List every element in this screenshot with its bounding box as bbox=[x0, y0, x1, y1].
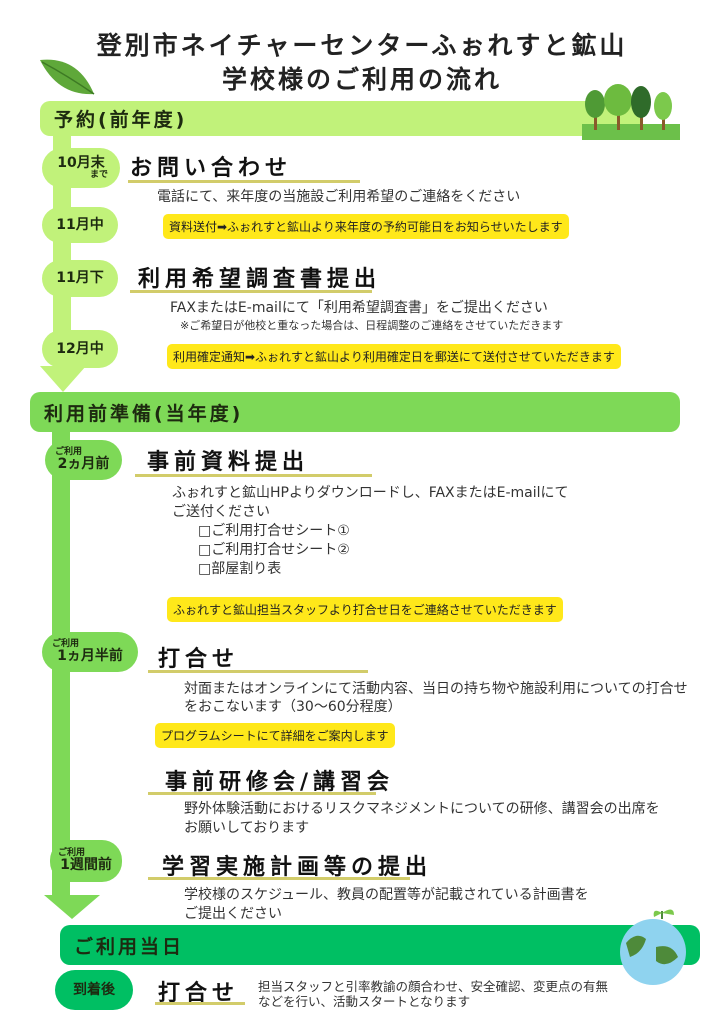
step-heading: 学習実施計画等の提出 bbox=[162, 855, 433, 880]
step-text: 学校様のスケジュール、教員の配置等が記載されている計画書を bbox=[184, 887, 589, 903]
pill-label: 到着後 bbox=[73, 981, 115, 998]
globe-icon bbox=[620, 909, 686, 985]
heading-underline bbox=[148, 877, 410, 880]
notice-box: 利用確定通知➡ふぉれすと鉱山より利用確定日を郵送にて送付させていただきます bbox=[167, 344, 621, 369]
pill-label: 1ヵ月半前 bbox=[57, 648, 123, 665]
notice-box: ふぉれすと鉱山担当スタッフより打合せ日をご連絡させていただきます bbox=[167, 597, 563, 622]
leaf-icon bbox=[40, 59, 95, 95]
section-label: 利用前準備(当年度) bbox=[44, 402, 244, 425]
timing-pill: 10月末まで bbox=[42, 148, 120, 188]
step-text: 対面またはオンラインにて活動内容、当日の持ち物や施設利用についての打合せ bbox=[184, 681, 688, 697]
pill-sub: まで bbox=[89, 169, 108, 180]
heading-underline bbox=[135, 474, 372, 477]
heading-underline bbox=[148, 670, 368, 673]
step-text: 電話にて、来年度の当施設ご利用希望のご連絡をください bbox=[157, 189, 521, 205]
notice-box: プログラムシートにて詳細をご案内します bbox=[155, 723, 395, 748]
timing-pill: 12月中 bbox=[42, 330, 118, 368]
heading-underline bbox=[148, 792, 376, 795]
step-heading: 打合せ bbox=[158, 647, 240, 672]
section-label: 予約(前年度) bbox=[54, 109, 188, 131]
arrow-down-icon bbox=[40, 366, 86, 392]
pill-pre: ご利用 bbox=[55, 446, 83, 457]
title-line-2: 学校様のご利用の流れ bbox=[221, 65, 502, 94]
timeline-line-1 bbox=[53, 130, 71, 370]
step-heading: 利用希望調査書提出 bbox=[138, 267, 382, 292]
arrow-down-icon bbox=[44, 895, 100, 919]
pill-pre: ご利用 bbox=[58, 847, 86, 858]
step-text: 担当スタッフと引率教諭の顔合わせ、安全確認、変更点の有無 bbox=[258, 979, 609, 994]
checklist-item: □部屋割り表 bbox=[198, 561, 282, 577]
section-label: ご利用当日 bbox=[74, 935, 185, 958]
step-text: ご送付ください bbox=[172, 504, 270, 520]
step-text: FAXまたはE-mailにて「利用希望調査書」をご提出ください bbox=[170, 300, 548, 316]
checklist-item: □ご利用打合せシート① bbox=[198, 523, 350, 539]
pill-label: 11月中 bbox=[56, 216, 104, 233]
pill-label: 2ヵ月前 bbox=[57, 456, 110, 473]
step-heading: 事前研修会/講習会 bbox=[165, 770, 395, 795]
notice-box: 資料送付➡ふぉれすと鉱山より来年度の予約可能日をお知らせいたします bbox=[163, 214, 569, 239]
timing-pill: 11月下 bbox=[42, 260, 118, 297]
heading-underline bbox=[155, 1002, 245, 1005]
pill-label: 10月末 bbox=[57, 154, 105, 171]
pill-label: 12月中 bbox=[56, 340, 104, 357]
step-text: ふぉれすと鉱山HPよりダウンロードし、FAXまたはE-mailにて bbox=[172, 485, 569, 501]
pill-pre: ご利用 bbox=[52, 638, 80, 649]
step-heading: お問い合わせ bbox=[130, 156, 293, 181]
section-bar-reservation: 予約(前年度) bbox=[40, 101, 640, 136]
step-heading: 打合せ bbox=[158, 981, 240, 1006]
pill-label: 11月下 bbox=[56, 270, 104, 287]
step-note: ※ご希望日が他校と重なった場合は、日程調整のご連絡をさせていただきます bbox=[180, 319, 564, 332]
step-text: などを行い、活動スタートとなります bbox=[258, 994, 471, 1009]
pill-label: 1週間前 bbox=[60, 857, 112, 874]
section-bar-preparation: 利用前準備(当年度) bbox=[30, 392, 680, 432]
section-bar-day-of-use: ご利用当日 bbox=[60, 925, 700, 965]
step-text: お願いしております bbox=[184, 820, 310, 836]
step-text: をおこないます（30〜60分程度） bbox=[184, 699, 402, 715]
step-text: 野外体験活動におけるリスクマネジメントについての研修、講習会の出席を bbox=[184, 801, 660, 817]
timing-pill: 11月中 bbox=[42, 207, 118, 243]
checklist-item: □ご利用打合せシート② bbox=[198, 542, 350, 558]
step-text: ご提出ください bbox=[184, 906, 282, 922]
heading-underline bbox=[130, 290, 372, 293]
timing-pill: 到着後 bbox=[55, 970, 133, 1010]
step-heading: 事前資料提出 bbox=[147, 450, 310, 475]
title-line-1: 登別市ネイチャーセンターふぉれすと鉱山 bbox=[96, 31, 628, 60]
trees-icon bbox=[582, 84, 680, 140]
heading-underline bbox=[128, 180, 360, 183]
